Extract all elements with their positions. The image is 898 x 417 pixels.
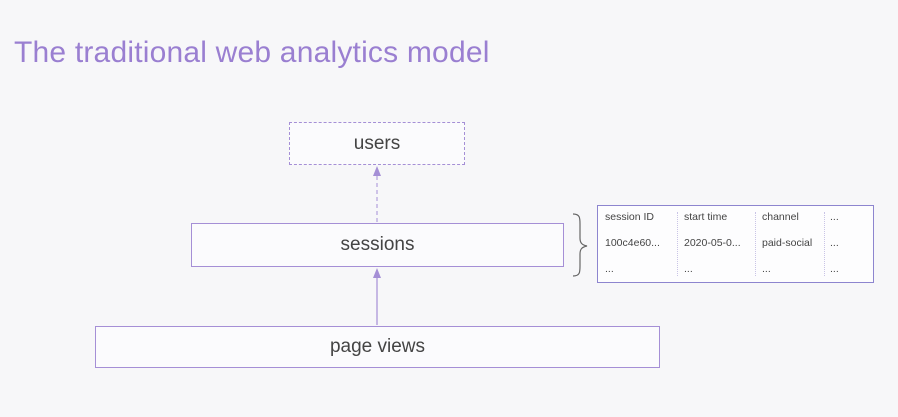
pageviews-to-sessions-arrowhead — [373, 268, 381, 278]
table-row: ... ... ... ... — [598, 263, 873, 283]
table-cell: 100c4e60... — [605, 237, 660, 249]
table-cell: ... — [605, 263, 614, 275]
users-box: users — [289, 122, 465, 165]
pageviews-box: page views — [95, 326, 660, 368]
sessions-label: sessions — [340, 234, 415, 255]
table-header-cell: start time — [684, 211, 728, 223]
sessions-to-users-arrowhead — [373, 166, 381, 176]
table-divider — [677, 212, 678, 276]
session-table: session ID start time channel ... 100c4e… — [597, 205, 874, 283]
table-header-cell: channel — [762, 211, 799, 223]
curly-brace — [572, 213, 588, 277]
table-cell: ... — [684, 263, 693, 275]
table-cell: ... — [762, 263, 771, 275]
table-divider — [824, 212, 825, 276]
table-cell: 2020-05-0... — [684, 237, 741, 249]
users-label: users — [353, 132, 401, 154]
table-divider — [755, 212, 756, 276]
table-header-cell: ... — [830, 211, 839, 223]
sessions-box: sessions — [191, 223, 564, 267]
table-header-row: session ID start time channel ... — [598, 211, 873, 231]
table-row: 100c4e60... 2020-05-0... paid-social ... — [598, 237, 873, 257]
table-cell: paid-social — [762, 237, 813, 249]
table-cell: ... — [830, 237, 839, 249]
slide-title: The traditional web analytics model — [14, 36, 490, 69]
table-header-cell: session ID — [605, 211, 655, 223]
table-cell: ... — [830, 263, 839, 275]
pageviews-label: page views — [329, 336, 426, 357]
